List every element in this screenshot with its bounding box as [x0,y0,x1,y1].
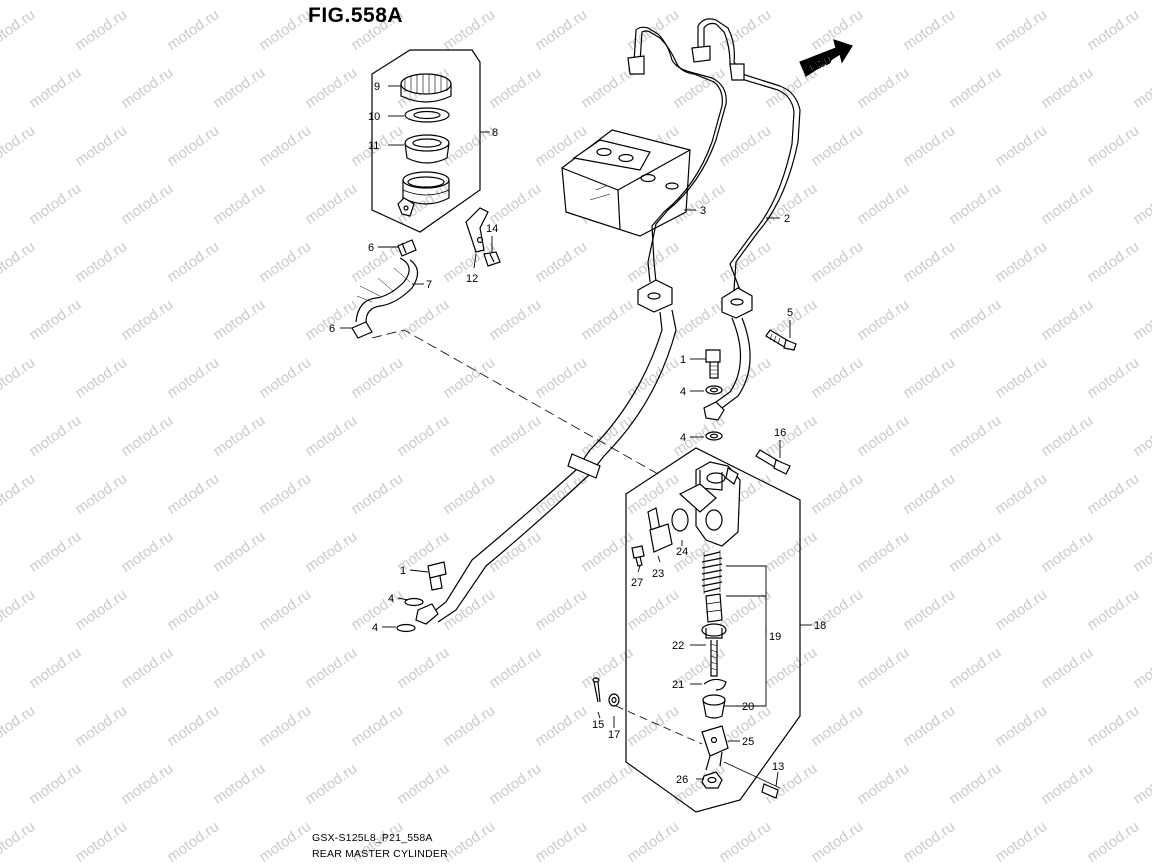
reservoir-group-frame [371,49,481,233]
push-rod-plate [701,623,727,639]
callout-27: 27 [631,577,643,589]
sealing-washer-upper-2 [705,431,723,441]
master-cylinder-group-frame [625,447,801,813]
callout-4-b: 4 [680,432,686,444]
hose-connector [647,507,673,553]
callout-10: 10 [368,111,380,123]
callout-15: 15 [592,719,604,731]
callout-11: 11 [368,140,379,152]
snap-ring [703,678,727,691]
figure-title: FIG.558A [308,4,404,27]
leader-lines [340,85,812,787]
callout-3: 3 [700,205,706,217]
sealing-washer-lower-2 [396,623,416,633]
figure-name: REAR MASTER CYLINDER [312,848,448,860]
figure-code: GSX-S125L8_P21_558A [312,832,433,844]
callout-7: 7 [426,279,432,291]
callout-2: 2 [784,213,790,225]
callout-17: 17 [608,729,620,741]
joint-bolt [765,329,797,351]
push-rod [710,640,718,677]
callout-6-bottom: 6 [329,323,335,335]
sealing-washer-upper-1 [705,385,723,395]
lock-nut [701,771,723,789]
pipe-joint-left [637,279,673,313]
banjo-bolt-lower [427,561,447,591]
hose-clamp-top [397,239,417,257]
cotter-pin [592,677,601,703]
reservoir-cap [400,73,452,103]
brake-pipe-3 [627,26,727,283]
master-cylinder-body [678,461,741,547]
mount-bolt-upper [755,449,791,475]
reservoir-body [397,171,450,217]
callout-21: 21 [672,679,684,691]
return-spring [701,550,723,594]
callout-23: 23 [652,568,664,580]
callout-16: 16 [774,427,786,439]
reservoir-bracket [465,207,489,253]
fwd-arrow-icon: FWD [799,39,853,77]
callout-5: 5 [787,307,793,319]
reference-line-bolt [723,761,781,789]
mount-bolt-lower [761,783,779,799]
reservoir-hose [355,257,410,323]
callout-1-upper: 1 [680,354,686,366]
pipe-joint-right [721,287,753,319]
callout-26: 26 [676,774,688,786]
callout-13: 13 [772,761,784,773]
hose-clamp-bottom [351,321,373,339]
brake-pipe-2 [691,18,801,291]
callout-4-c: 4 [388,593,394,605]
bracket-bolt [483,251,501,267]
callout-14: 14 [486,223,498,235]
callouts: 9 10 11 8 6 7 6 12 14 3 2 5 1 4 4 16 1 4… [329,81,826,786]
pin-washer [608,693,620,707]
callout-24: 24 [676,546,688,558]
callout-20: 20 [742,701,754,713]
banjo-bolt-upper [705,349,721,379]
dust-boot [702,694,726,719]
callout-4-d: 4 [372,622,378,634]
clevis [701,725,729,771]
brake-hose-long [427,309,677,623]
callout-8: 8 [492,127,498,139]
reference-line-pin [615,705,703,745]
callout-6-top: 6 [368,242,374,254]
brake-hose-short [715,317,751,409]
callout-9: 9 [374,81,380,93]
o-ring [671,508,689,532]
sealing-washer-lower-1 [404,597,424,607]
callout-12: 12 [466,273,478,285]
callout-22: 22 [672,640,684,652]
banjo-fitting-lower [415,603,439,625]
callout-1-lower: 1 [400,565,406,577]
diaphragm-plate [404,107,450,123]
callout-19: 19 [769,631,781,643]
callout-18: 18 [814,620,826,632]
banjo-fitting-upper [703,401,725,421]
callout-25: 25 [742,736,754,748]
callout-4-a: 4 [680,386,686,398]
diaphragm [404,134,450,164]
piston-set-bracket [726,565,767,707]
connector-screw [631,545,645,567]
abs-hydraulic-unit [561,129,691,237]
piston [705,593,723,623]
reference-line-hose [371,329,659,475]
